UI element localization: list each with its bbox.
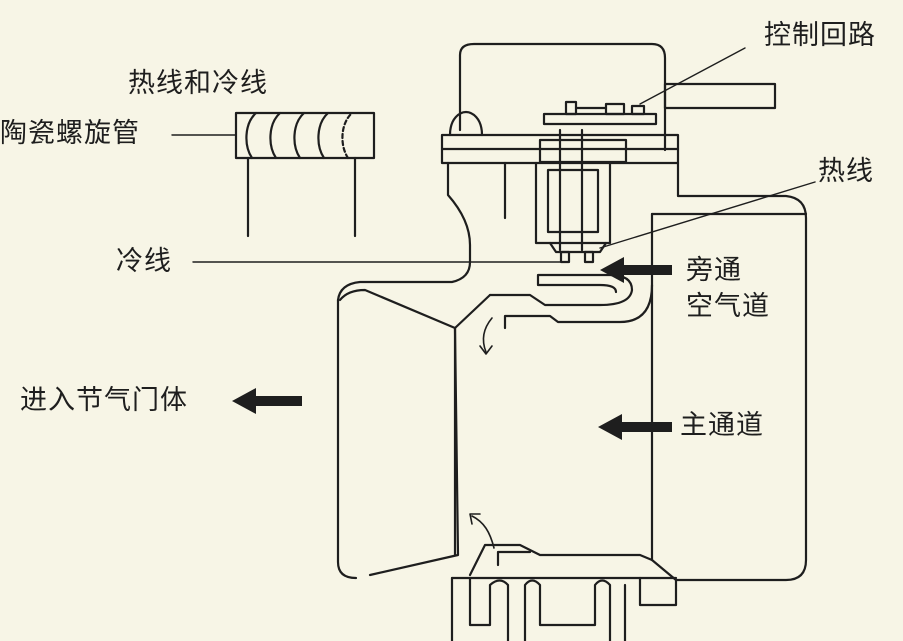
flow-arrows — [232, 257, 672, 440]
leader-lines — [171, 47, 816, 263]
label-control-circuit: 控制回路 — [764, 20, 876, 51]
label-hot-wire: 热线 — [818, 156, 874, 187]
main-inflow-arrow — [598, 414, 672, 440]
bypass-flow-arrows — [469, 317, 495, 549]
label-ceramic-coil: 陶瓷螺旋管 — [0, 118, 140, 149]
label-into-throttle-body: 进入节气门体 — [20, 385, 188, 416]
label-bypass-line1: 旁通 — [686, 255, 742, 286]
label-bypass-line2: 空气道 — [686, 291, 770, 322]
label-bypass-air-passage: 旁通 空气道 — [686, 253, 770, 325]
sensor-probe — [534, 128, 612, 264]
label-hot-and-cold-wire: 热线和冷线 — [128, 68, 268, 99]
control-circuit-housing — [440, 42, 777, 165]
outflow-arrow — [232, 388, 302, 414]
label-main-passage: 主通道 — [680, 410, 764, 441]
bypass-inflow-arrow — [600, 257, 672, 283]
label-cold-wire: 冷线 — [116, 246, 172, 277]
ceramic-coil-detail — [234, 111, 376, 238]
sensor-body — [336, 161, 808, 641]
